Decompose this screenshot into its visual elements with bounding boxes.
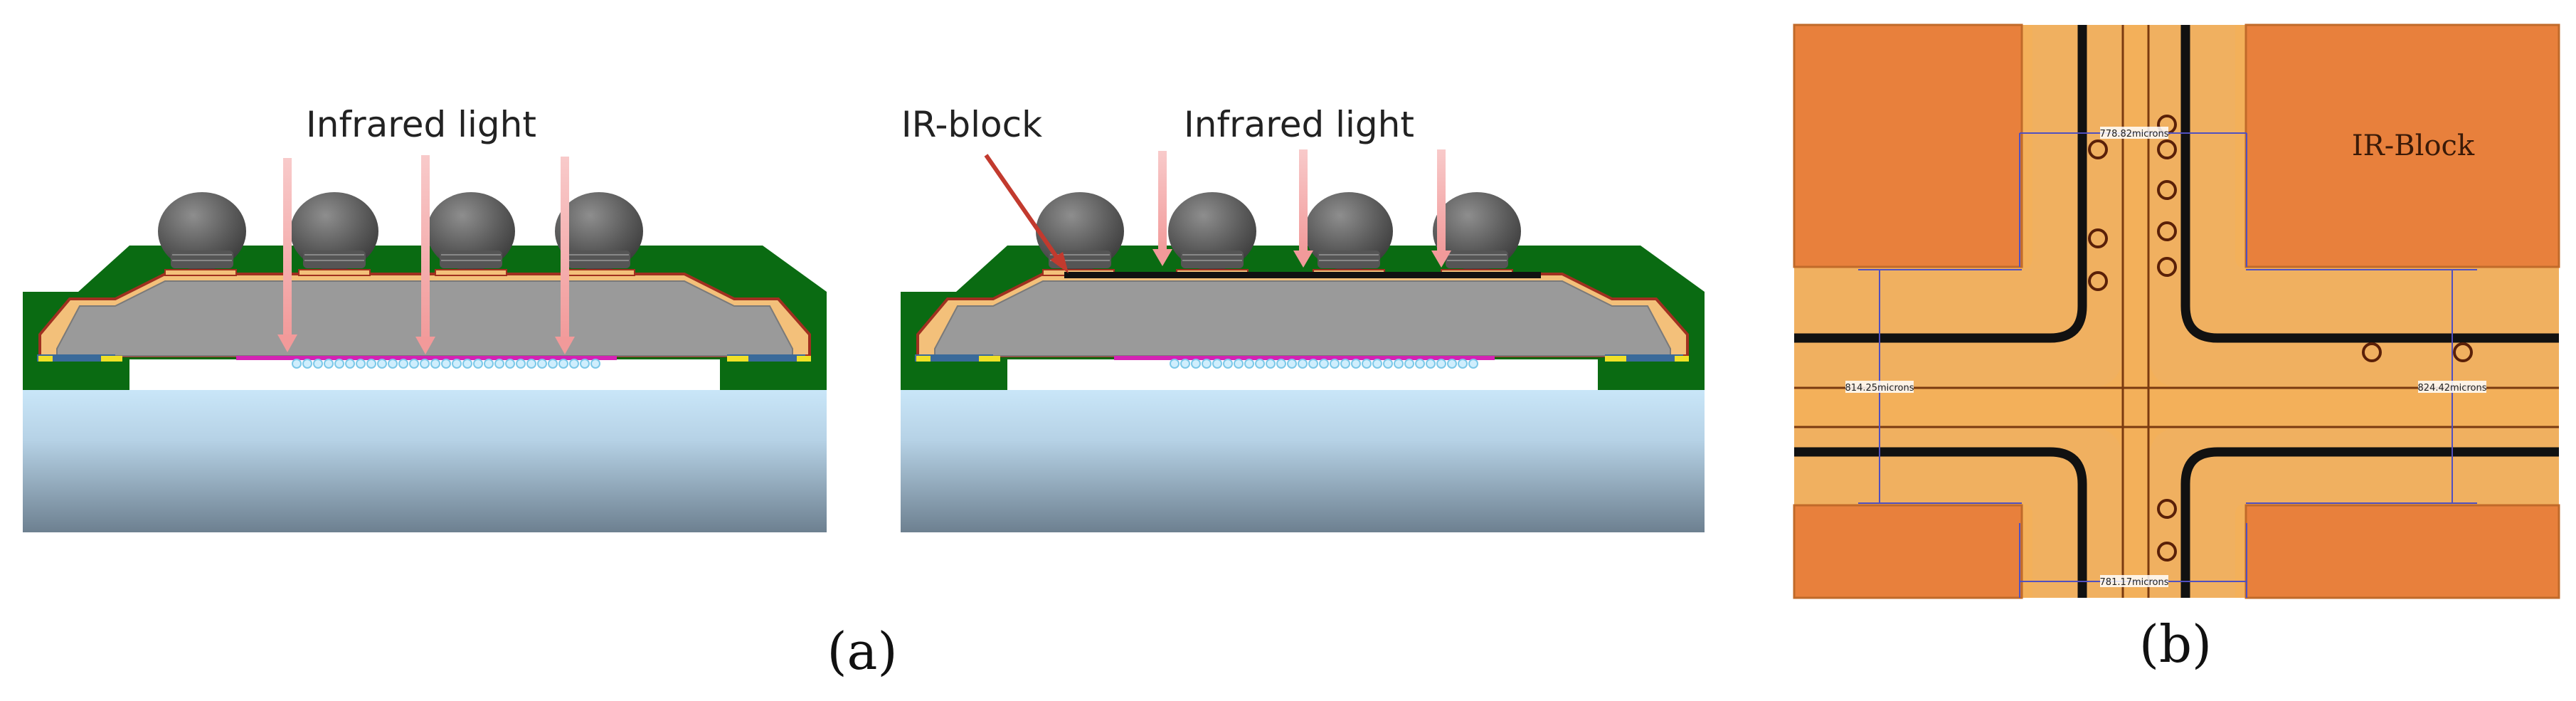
copper-pad	[2244, 23, 2560, 268]
measurement-label-top: 778.82microns	[2100, 127, 2169, 139]
panel-a-right-diagram: Infrared light IR-block	[899, 104, 1706, 534]
ir-block-pointer	[984, 154, 1069, 273]
infrared-arrows-left	[277, 155, 575, 354]
infrared-arrow	[555, 157, 575, 354]
infrared-arrows-right	[1152, 149, 1451, 268]
infrared-light-label-left: Infrared light	[306, 104, 536, 145]
svg-text:814.25microns: 814.25microns	[1845, 383, 1914, 394]
svg-text:778.82microns: 778.82microns	[2100, 129, 2169, 139]
infrared-arrow	[1431, 149, 1451, 268]
caption-b: (b)	[2139, 614, 2212, 674]
infrared-arrow	[1293, 149, 1313, 268]
trench-lines	[1794, 25, 2559, 598]
copper-pad	[1793, 504, 2023, 599]
panel-a-left-diagram: Infrared light	[21, 104, 828, 534]
caption-a: (a)	[827, 621, 897, 681]
measurement-label-bottom: 781.17microns	[2100, 575, 2169, 588]
measurement-label-right: 824.42microns	[2418, 381, 2487, 394]
trace-quadrant-bl	[1794, 427, 2123, 598]
measurement-label-left: 814.25microns	[1845, 381, 1914, 394]
ir-block-label: IR-block	[901, 104, 1042, 145]
infrared-light-label-right: Infrared light	[1184, 104, 1414, 145]
infrared-arrow	[277, 158, 297, 352]
ir-block-layer	[1064, 272, 1541, 278]
trace-quadrant-tr	[2148, 25, 2559, 388]
trace-quadrant-tl	[1794, 25, 2123, 388]
panel-b-micrograph: 778.82microns 814.25microns 824.42micron…	[1793, 23, 2560, 599]
via-holes	[2088, 115, 2473, 562]
copper-pad	[1793, 23, 2023, 268]
infrared-arrow	[1152, 151, 1172, 266]
svg-text:824.42microns: 824.42microns	[2418, 383, 2487, 394]
infrared-arrow	[415, 155, 435, 354]
ir-block-micrograph-label: IR-Block	[2352, 130, 2475, 162]
trace-quadrant-br	[2148, 427, 2559, 598]
svg-text:781.17microns: 781.17microns	[2100, 577, 2169, 588]
copper-pad	[2244, 504, 2560, 599]
